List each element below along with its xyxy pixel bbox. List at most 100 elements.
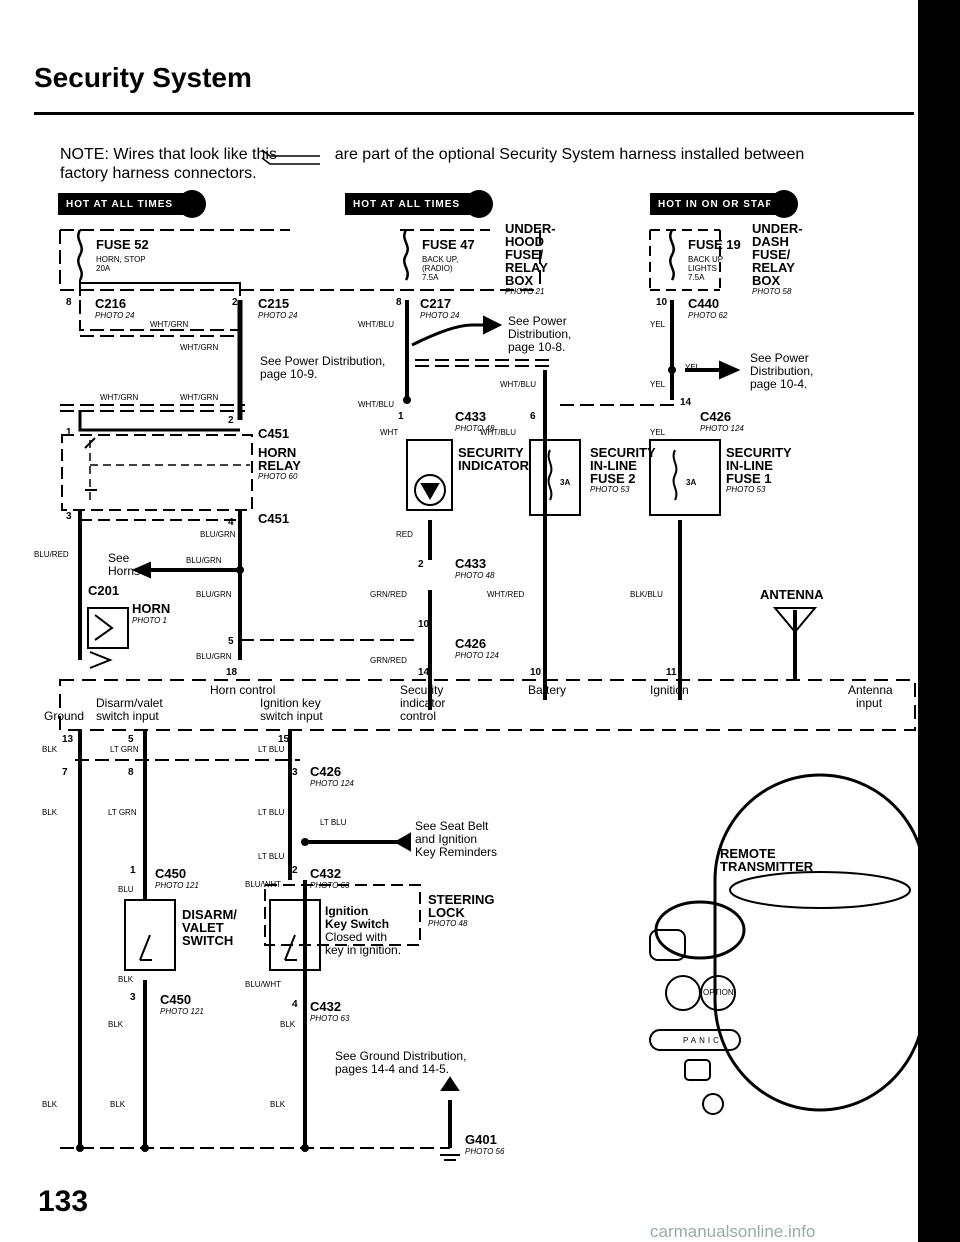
pin: 4 [292,999,298,1010]
ground-g401: G401 [465,1132,497,1147]
wire-lt-blu-3: LT BLU [320,818,347,827]
wire-wht-blu-4: WHT/BLU [480,428,516,437]
inline-fuse-1-amps: 3A [686,478,697,487]
pin: 2 [228,415,234,426]
connector-c215: C215 [258,296,290,311]
photo-c215: PHOTO 24 [258,311,298,320]
connector-c432b: C432 [310,999,342,1014]
connector-c426a: C426 [700,409,732,424]
pin: 15 [278,734,290,745]
horn-label: HORN [132,601,171,616]
input-antenna: Antenna [848,683,893,697]
pin: 3 [130,992,136,1003]
wire-blu-grn-4: BLU/GRN [196,652,232,661]
connector-c201: C201 [88,583,120,598]
page-title: Security System [34,62,252,93]
pin: 1 [130,865,136,876]
pin: 8 [66,297,72,308]
underhood-box-label: UNDER- HOOD FUSE/ RELAY BOX PHOTO 21 [505,221,556,296]
connector-c450a: C450 [155,866,187,881]
pin: 8 [396,297,402,308]
pin: 10 [656,297,668,308]
connector-c451b: C451 [258,511,290,526]
connector-c451: C451 [258,426,290,441]
wire-blu-grn-3: BLU/GRN [196,590,232,599]
input-ignition: Ignition [650,683,689,697]
connector-c440: C440 [688,296,720,311]
input-horn-control: Horn control [210,683,276,697]
wire-wht-red: WHT/RED [487,590,525,599]
input-indicator: indicator [400,696,446,710]
connector-c433b: C433 [455,556,487,571]
wire-yel-2: YEL [685,363,701,372]
disarm-switch-label: DISARM/ VALET SWITCH [182,907,237,948]
pin: 4 [228,517,234,528]
pin: 1 [66,427,72,438]
photo-c440: PHOTO 62 [688,311,728,320]
wire-blu-wht-2: BLU/WHT [245,980,281,989]
wire-grn-red-1: GRN/RED [370,590,407,599]
hot-label-2: HOT AT ALL TIMES [345,190,493,218]
fuse-19-amps: 7.5A [688,273,705,282]
wire-blk-7: BLK [110,1100,126,1109]
input-disarm: Disarm/valet [96,696,163,710]
input-ground: Ground [44,709,85,723]
pin: 10 [530,667,542,678]
wire-blk-1: BLK [42,745,58,754]
wire-lt-blu-4: LT BLU [258,852,285,861]
fuse-52-label: FUSE 52 [96,237,149,252]
connector-c432a: C432 [310,866,342,881]
wire-blu-wht-1: BLU/WHT [245,880,281,889]
inline-fuse-2-label: SECURITY IN-LINE FUSE 2 PHOTO 53 [590,445,656,494]
wire-wht-blu-3: WHT/BLU [500,380,536,389]
pin: 6 [530,411,536,422]
photo-c432b: PHOTO 63 [310,1014,350,1023]
wire-blk-5: BLK [280,1020,296,1029]
wire-yel-1: YEL [650,320,666,329]
horn-photo: PHOTO 1 [132,616,167,625]
photo-c433a: PHOTO 48 [455,424,495,433]
wire-red: RED [396,530,413,539]
pin: 2 [418,559,424,570]
wire-yel-4: YEL [650,428,666,437]
photo-c426b: PHOTO 124 [455,651,499,660]
antenna-label: ANTENNA [760,587,824,602]
wire-blk-4: BLK [108,1020,124,1029]
page-edge-bar [918,0,960,1242]
wire-lt-grn-1: LT GRN [110,745,139,754]
remote-option-button: OPTION [703,988,734,997]
hot-label-3: HOT IN ON OR START [650,190,798,218]
wire-blk-6: BLK [42,1100,58,1109]
wire-blu: BLU [118,885,134,894]
fuse-47-amps: 7.5A [422,273,439,282]
pin: 3 [66,511,72,522]
connector-c450b: C450 [160,992,192,1007]
horn-relay-label: HORN RELAY PHOTO 60 [258,445,301,481]
photo-c450b: PHOTO 121 [160,1007,204,1016]
pin: 14 [418,667,430,678]
note-text: NOTE: Wires that look like this are part… [60,146,805,182]
wire-blk-blu: BLK/BLU [630,590,663,599]
page-number: 133 [38,1185,89,1218]
connector-c217: C217 [420,296,452,311]
photo-c216: PHOTO 24 [95,311,135,320]
input-disarm-switch: switch input [96,709,159,723]
wire-blk-2: BLK [42,808,58,817]
pin: 2 [292,865,298,876]
pin: 18 [226,667,238,678]
connector-c216: C216 [95,296,127,311]
fuse-47-detail2: (RADIO) [422,264,453,273]
wire-wht-grn-4: WHT/GRN [180,393,219,402]
photo-c433b: PHOTO 48 [455,571,495,580]
wire-blk-3: BLK [118,975,134,984]
pin: 3 [292,767,298,778]
wire-wht-grn-1: WHT/GRN [150,320,189,329]
pin: 14 [680,397,692,408]
photo-c217: PHOTO 24 [420,311,460,320]
fuse-47-detail1: BACK UP, [422,255,459,264]
photo-c426a: PHOTO 124 [700,424,744,433]
watermark: carmanualsonline.info [650,1222,816,1241]
wire-wht-grn-2: WHT/GRN [180,343,219,352]
connector-c426c: C426 [310,764,342,779]
pin: 5 [128,734,134,745]
